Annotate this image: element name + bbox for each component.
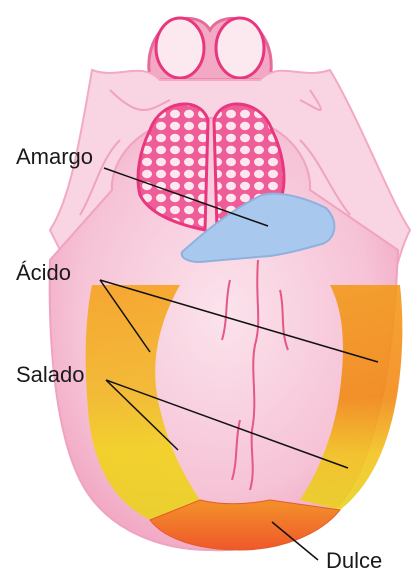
salty-label: Salado [16, 364, 85, 386]
sour-label: Ácido [16, 262, 71, 284]
epiglottis [149, 18, 271, 80]
bitter-label: Amargo [16, 146, 93, 168]
sweet-label: Dulce [326, 550, 382, 572]
